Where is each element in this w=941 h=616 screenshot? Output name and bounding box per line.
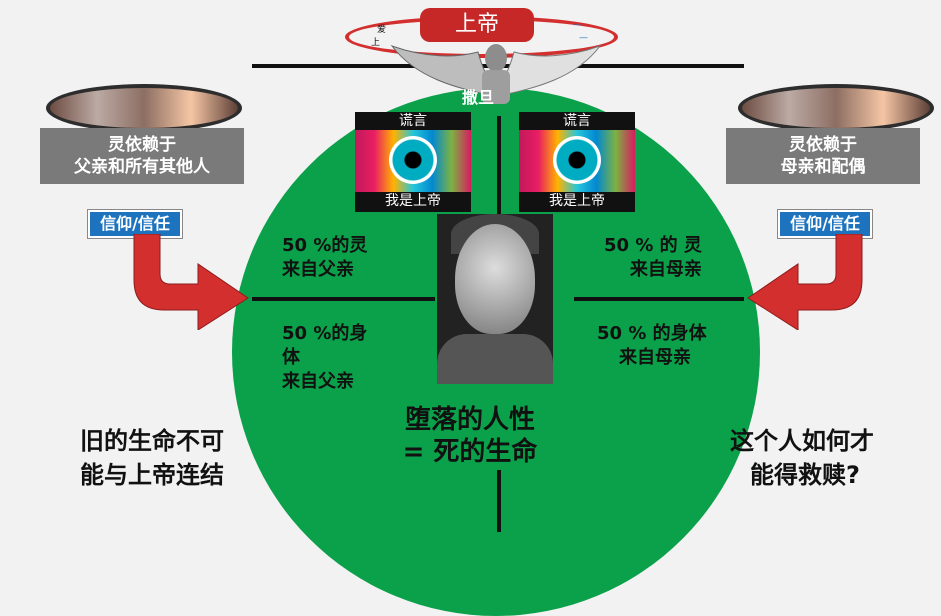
quadrant-top-left: 50 %的灵 来自父亲: [282, 235, 368, 280]
center-vertical-line-bottom: [497, 470, 501, 532]
center-vertical-line-top: [497, 116, 501, 216]
eye-left-caption-top: 谎言: [399, 113, 427, 129]
angel-wings-icon: [390, 44, 602, 104]
man-portrait: [437, 214, 553, 384]
right-red-arrow-icon: [747, 234, 863, 330]
quadrant-bottom-right: 50 % 的身体 来自母亲: [597, 323, 707, 368]
eye-icon: [389, 136, 437, 184]
halo-left-mark-1: 爱: [377, 25, 387, 35]
fallen-nature-title: 堕落的人性 = 死的生命: [402, 405, 538, 467]
left-bottom-title: 旧的生命不可 能与上帝连结: [80, 427, 224, 489]
lie-eye-right: 谎言 我是上帝: [519, 112, 635, 212]
left-photo-strip: [46, 84, 242, 132]
halo-right-mark-2: —: [579, 33, 588, 43]
eye-right-caption-bottom: 我是上帝: [549, 193, 605, 209]
eye-right-image: [519, 130, 635, 192]
left-dependency-box: 灵依赖于 父亲和所有其他人: [40, 128, 244, 184]
right-horizontal-line: [574, 297, 744, 301]
satan-label: 撒旦: [461, 88, 494, 107]
right-dependency-box: 灵依赖于 母亲和配偶: [726, 128, 920, 184]
lie-eye-left: 谎言 我是上帝: [355, 112, 471, 212]
eye-icon: [553, 136, 601, 184]
eye-right-caption-top: 谎言: [563, 113, 591, 129]
halo-left-mark-2: 上: [371, 38, 381, 48]
halo-right-mark-1: —: [573, 20, 582, 30]
eye-left-caption-bottom: 我是上帝: [385, 193, 441, 209]
quadrant-top-right: 50 % 的 灵 来自母亲: [604, 235, 702, 280]
god-label: 上帝: [420, 8, 534, 42]
left-red-arrow-icon: [133, 234, 249, 330]
right-belief-badge: 信仰/信任: [778, 210, 872, 238]
left-horizontal-line: [252, 297, 435, 301]
right-bottom-title: 这个人如何才 能得救赎?: [730, 427, 874, 489]
right-photo-strip: [738, 84, 934, 132]
quadrant-bottom-left: 50 %的身 体 来自父亲: [282, 323, 368, 392]
eye-left-image: [355, 130, 471, 192]
